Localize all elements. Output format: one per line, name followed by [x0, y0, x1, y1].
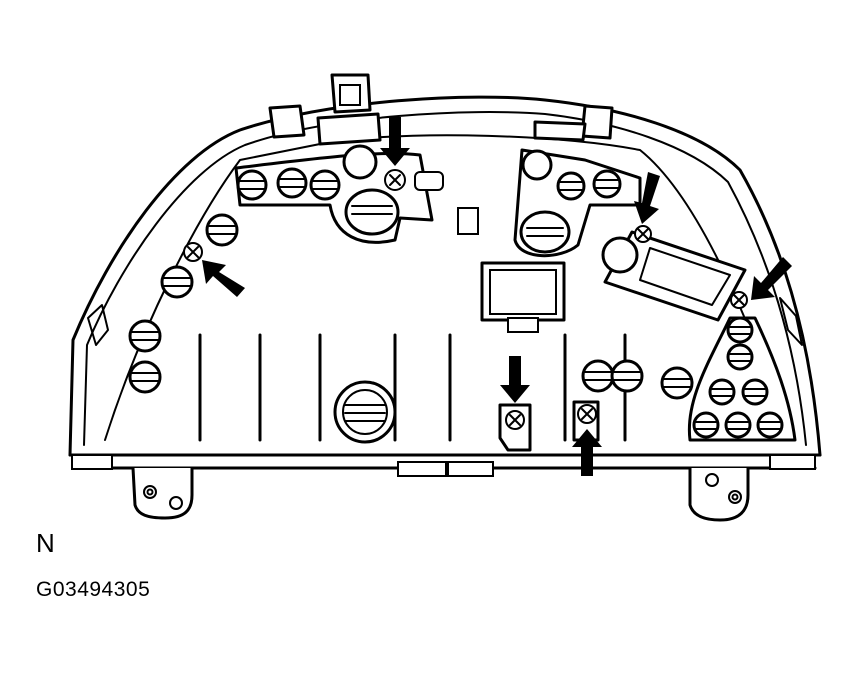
screw: [505, 410, 525, 430]
housing-ribs: [198, 333, 627, 442]
arrow-up-left-icon: [202, 260, 245, 297]
socket: [236, 169, 268, 201]
socket: [726, 316, 754, 344]
top-mounting-tabs: [268, 73, 614, 146]
screw: [384, 169, 406, 191]
socket: [741, 378, 769, 406]
socket: [128, 360, 162, 394]
center-connector: [480, 261, 566, 333]
lower-mounting-tabs: [131, 467, 750, 522]
socket: [756, 411, 784, 439]
socket: [692, 411, 720, 439]
view-label: N: [36, 528, 55, 558]
arrow-down-left-icon: [751, 257, 792, 300]
screw: [577, 404, 597, 424]
left-bracket: [234, 144, 479, 244]
socket: [724, 411, 752, 439]
callout-arrows: [202, 117, 792, 476]
socket: [205, 213, 239, 247]
arrow-down-left-icon: [634, 172, 660, 224]
socket: [309, 169, 341, 201]
socket: [660, 366, 694, 400]
socket: [276, 167, 308, 199]
screw: [183, 242, 203, 262]
arrow-up-icon: [572, 429, 602, 476]
arrow-down-icon: [500, 356, 530, 403]
socket: [556, 171, 586, 201]
right-socket-cluster: [687, 316, 797, 442]
large-socket: [333, 380, 397, 444]
socket: [592, 169, 622, 199]
socket: [726, 343, 754, 371]
socket: [581, 359, 615, 393]
screw: [634, 225, 652, 243]
socket: [610, 359, 644, 393]
arrow-down-icon: [380, 117, 410, 166]
bulb-sockets: [128, 167, 694, 444]
socket: [160, 265, 194, 299]
screws: [183, 169, 748, 430]
socket: [128, 319, 162, 353]
socket: [708, 378, 736, 406]
screw: [730, 291, 748, 309]
figure-code: G03494305: [36, 578, 151, 601]
